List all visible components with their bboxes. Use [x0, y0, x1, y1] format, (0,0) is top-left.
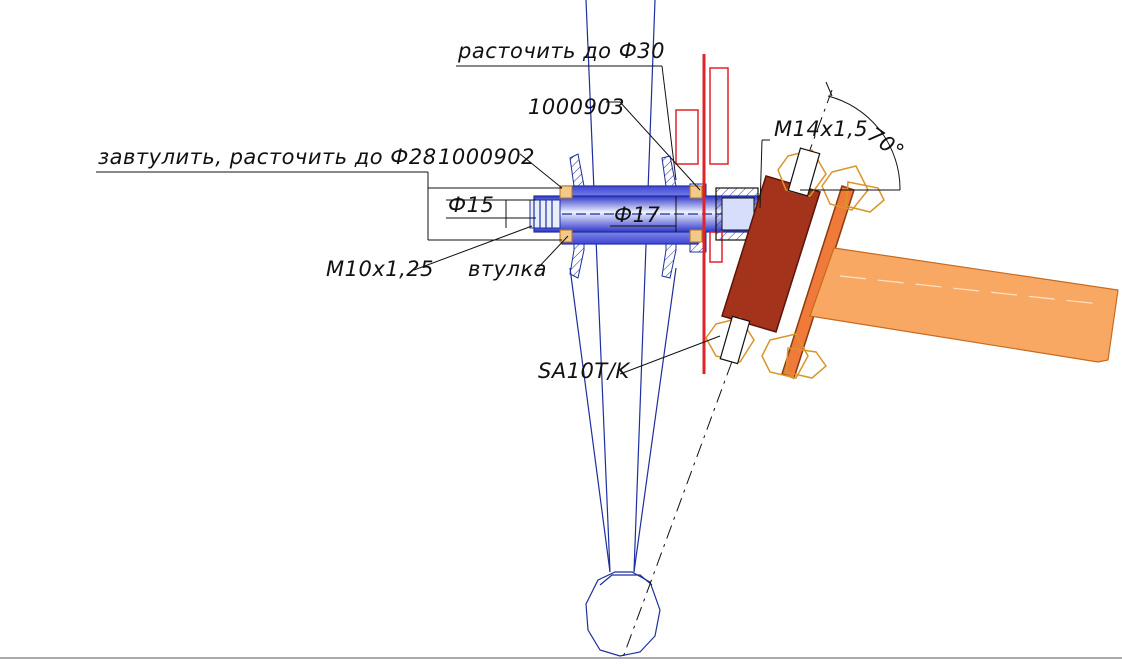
tube-arm [809, 247, 1119, 363]
brake-disc [675, 54, 729, 374]
bearing-icon [559, 185, 703, 243]
label-bush28: завтулить, расточить до Ф28 [98, 145, 437, 169]
nut-housing [715, 187, 759, 241]
wheel-spokes [569, 0, 677, 573]
label-part-1000903: 1000903 [528, 95, 625, 119]
label-bushing: втулка [468, 257, 547, 281]
nut-icon [719, 147, 821, 365]
label-m14: M14x1,5 [774, 117, 868, 141]
label-sa10: SA10T/K [538, 359, 631, 383]
label-part-1000902: 1000902 [438, 145, 535, 169]
threaded-end [529, 199, 561, 229]
label-d15: Ф15 [448, 193, 494, 217]
steering-axis [621, 89, 833, 661]
label-d17: Ф17 [614, 203, 660, 227]
bolt-icon [705, 149, 885, 379]
label-m10: M10x1,25 [326, 257, 434, 281]
tire [585, 571, 661, 657]
label-angle: 70° [863, 122, 908, 164]
label-bore30: расточить до Ф30 [457, 39, 665, 63]
dimension-lines [96, 65, 901, 375]
